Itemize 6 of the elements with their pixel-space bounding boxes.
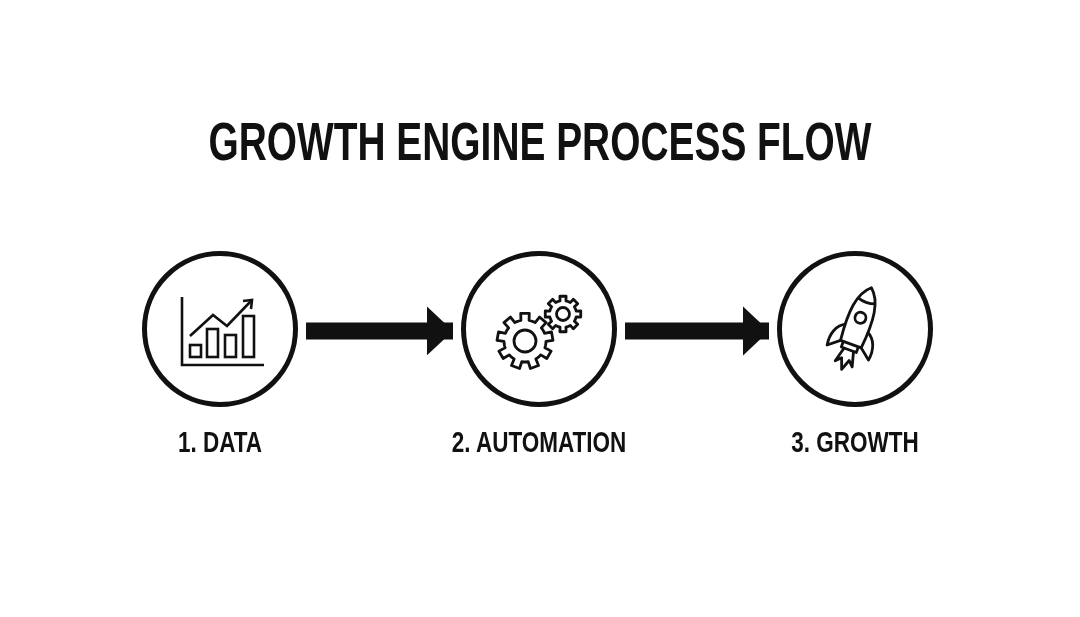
step-label: 3. GROWTH <box>791 425 919 460</box>
step-label: 2. AUTOMATION <box>451 425 627 460</box>
arrow <box>625 306 769 356</box>
step-label: 1. DATA <box>177 425 263 460</box>
arrow <box>306 306 453 356</box>
title: GROWTH ENGINE PROCESS FLOW <box>208 112 872 172</box>
